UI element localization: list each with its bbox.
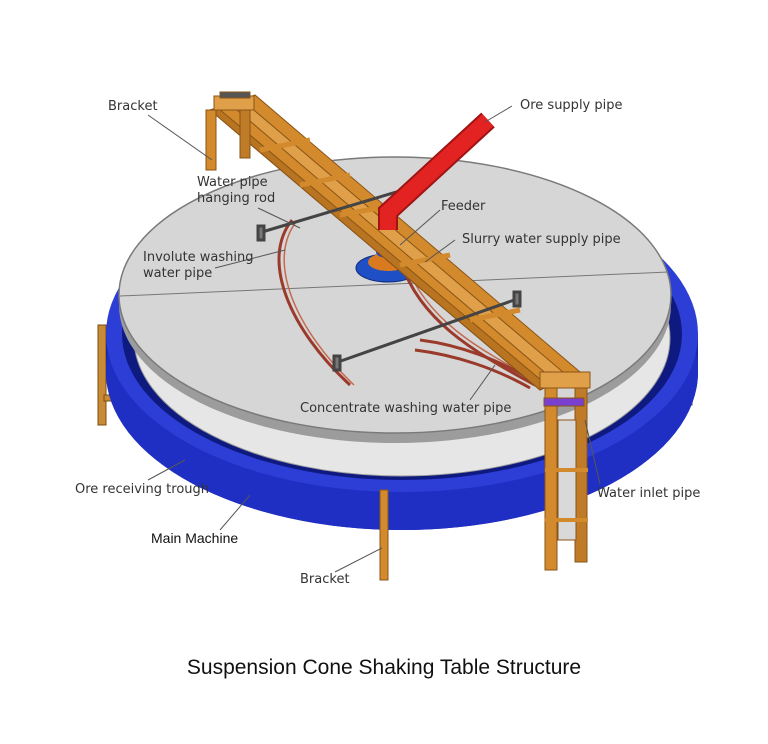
ore-supply-pipe — [378, 112, 495, 230]
label-main-machine: Main Machine — [151, 530, 239, 546]
label-water-pipe-hanging-rod: Water pipe hanging rod — [197, 175, 276, 206]
hanging-rods — [256, 183, 522, 372]
label-ore-supply-pipe: Ore supply pipe — [520, 98, 623, 113]
label-bracket-bottom: Bracket — [300, 572, 350, 587]
label-feeder: Feeder — [441, 199, 486, 214]
label-ore-receiving-trough: Ore receiving trough — [75, 482, 210, 497]
label-bracket-top: Bracket — [108, 99, 158, 114]
label-involute-washing-water-pipe: Involute washing water pipe — [143, 250, 254, 281]
label-concentrate-washing-water-pipe: Concentrate washing water pipe — [300, 401, 512, 416]
label-slurry-water-supply-pipe: Slurry water supply pipe — [462, 232, 621, 247]
label-water-inlet-pipe: Water inlet pipe — [597, 486, 701, 501]
leader-lines — [147, 105, 601, 573]
diagram-title: Suspension Cone Shaking Table Structure — [186, 656, 582, 679]
